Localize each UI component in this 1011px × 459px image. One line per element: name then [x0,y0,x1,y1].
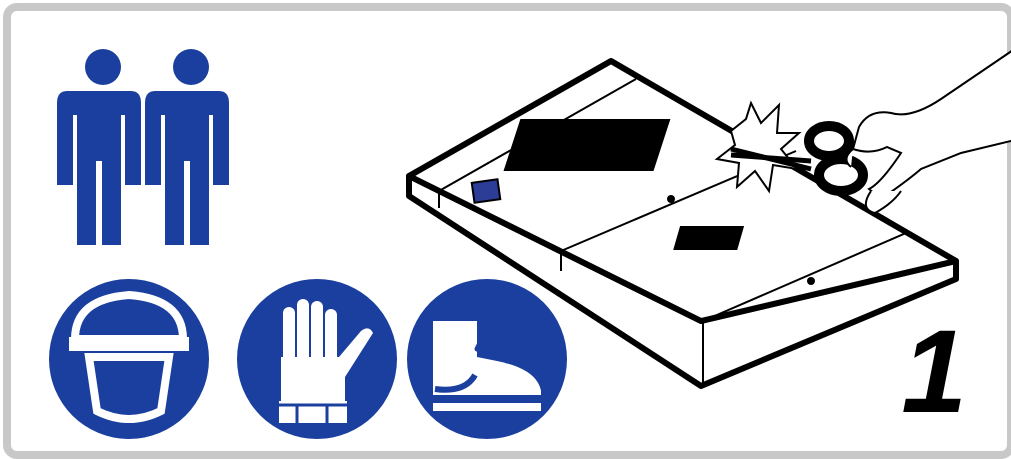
person-icon [57,49,141,245]
step-number: 1 [901,313,967,431]
helmet-icon [47,277,212,442]
person-icon [145,49,229,245]
two-person-icon [51,41,251,251]
package-blue-sticker [472,179,501,202]
gloves-icon [235,277,400,442]
package-label-large [504,119,671,171]
package-label-small [673,226,744,250]
hand-icon [846,46,1011,213]
instruction-panel: 1 [3,3,1011,459]
